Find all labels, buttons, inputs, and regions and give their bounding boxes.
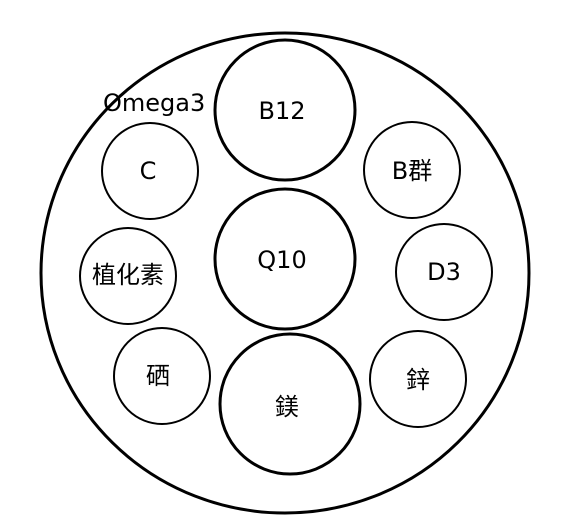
node-se-circle [113, 327, 211, 425]
node-d3: D3 [395, 223, 493, 321]
node-phyto-label: 植化素 [92, 261, 164, 289]
node-c-label: C [140, 157, 157, 185]
node-c: C [101, 122, 199, 220]
node-mg-circle [218, 332, 362, 476]
node-d3-circle [395, 223, 493, 321]
node-b-group-circle [363, 121, 461, 219]
node-b12-circle [213, 38, 357, 182]
node-mg: 鎂 [218, 332, 362, 476]
node-zn-circle [369, 330, 467, 428]
node-c-circle [101, 122, 199, 220]
node-zn-label: 鋅 [406, 366, 430, 394]
node-d3-label: D3 [427, 258, 461, 286]
omega3-label: Omega3 [103, 89, 205, 117]
node-phyto: 植化素 [79, 227, 177, 325]
node-zn: 鋅 [369, 330, 467, 428]
node-q10: Q10 [213, 187, 357, 331]
node-q10-label: Q10 [257, 246, 306, 274]
node-se: 硒 [113, 327, 211, 425]
node-se-label: 硒 [146, 362, 170, 390]
node-b12-label: B12 [258, 97, 305, 125]
node-b-group-label: B群 [392, 157, 432, 185]
outer-circle [39, 31, 531, 515]
node-q10-circle [213, 187, 357, 331]
node-phyto-circle [79, 227, 177, 325]
node-b12: B12 [213, 38, 357, 182]
node-b-group: B群 [363, 121, 461, 219]
node-mg-label: 鎂 [275, 393, 299, 421]
